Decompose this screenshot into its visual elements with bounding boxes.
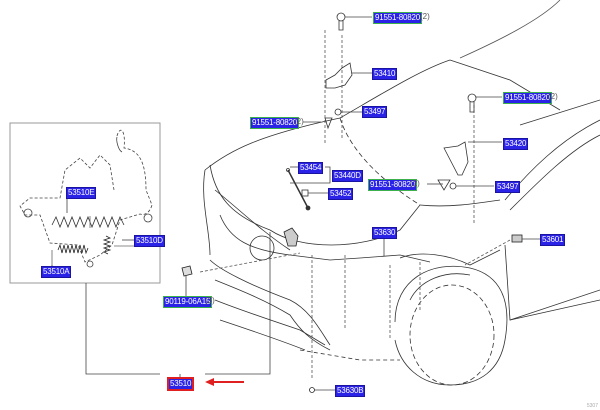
label-support-rod-end[interactable]: 53454 xyxy=(298,162,324,174)
label-lock-assy-highlighted[interactable]: 53510 xyxy=(167,377,195,391)
qty-bolt-top: (2) xyxy=(420,12,430,21)
bumper-stop xyxy=(511,234,523,243)
label-hinge-right[interactable]: 53420 xyxy=(503,138,529,150)
qty-clip: (3) xyxy=(205,296,215,305)
label-seal-clip[interactable]: 53630B xyxy=(335,385,366,397)
qty-bolt-left: (2) xyxy=(294,117,304,126)
hinge-right xyxy=(437,93,477,191)
label-clip[interactable]: 90119-06A15 xyxy=(163,296,213,308)
clip-fastener xyxy=(181,265,193,277)
label-bolt-right-top[interactable]: 91551-80820 xyxy=(503,92,552,104)
qty-bolt-right-top: (2) xyxy=(548,92,558,101)
label-washer-left[interactable]: 53497 xyxy=(362,106,388,118)
qty-bolt-right-mid: (2) xyxy=(410,179,420,188)
label-bolt-left[interactable]: 91551-80820 xyxy=(250,117,299,129)
lock-latch-outline xyxy=(19,129,153,263)
hinge-left xyxy=(324,12,353,130)
label-bolt-top[interactable]: 91551-80820 xyxy=(373,12,422,24)
fender-wheel xyxy=(394,244,600,386)
leader-lines xyxy=(51,16,540,391)
inset-frame xyxy=(9,122,161,284)
label-washer-right[interactable]: 53497 xyxy=(495,181,521,193)
diagram-code: 5307 xyxy=(586,403,598,409)
inset-spring-large xyxy=(51,215,125,229)
guide-lines xyxy=(199,30,511,380)
red-arrow xyxy=(205,378,244,386)
label-bumper-stop[interactable]: 53601 xyxy=(540,234,566,246)
label-rod-holder[interactable]: 53452 xyxy=(328,188,354,200)
label-support-rod[interactable]: 53440D xyxy=(332,170,363,182)
lock-latch-body xyxy=(23,136,153,268)
bumper-grille xyxy=(203,169,431,361)
label-inset-53510E[interactable]: 53510E xyxy=(66,187,97,199)
inset-spring-small-d xyxy=(102,235,112,255)
inset-spring-small-a xyxy=(57,243,89,255)
label-seal[interactable]: 53630 xyxy=(372,227,398,239)
seal-clip-dot xyxy=(309,387,315,393)
hood-lock xyxy=(283,227,299,247)
label-bolt-right-mid[interactable]: 91551-80820 xyxy=(368,179,417,191)
label-hinge-left[interactable]: 53410 xyxy=(372,68,398,80)
label-inset-53510A[interactable]: 53510A xyxy=(41,266,72,278)
support-rod xyxy=(286,168,311,211)
label-inset-53510D[interactable]: 53510D xyxy=(134,235,165,247)
